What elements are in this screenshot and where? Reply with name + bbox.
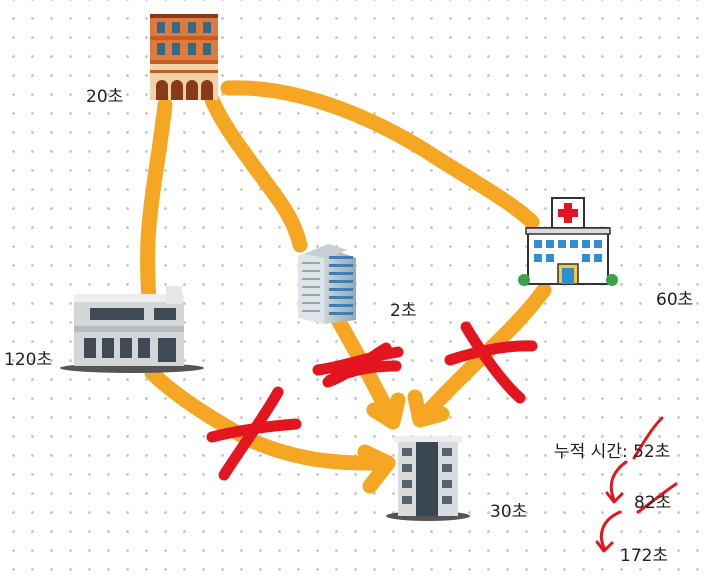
goal-building-icon [386, 436, 470, 521]
accumulated-step-172: 172초 [620, 546, 669, 566]
cross-office-goal [206, 386, 302, 481]
goal-time-label: 30초 [490, 502, 528, 522]
arrow-to-172-head [595, 540, 614, 553]
brick-building-icon [150, 14, 218, 100]
route-office-goal [144, 365, 393, 471]
route-start-tower [204, 92, 308, 253]
arrow-to-172 [599, 510, 622, 550]
route-tower-goal-arrowhead [366, 392, 406, 430]
route-hospital-goal-arrowhead [407, 389, 450, 428]
cross-hospital-goal [444, 321, 538, 404]
strike-82 [636, 482, 678, 514]
route-start-hospital [220, 80, 540, 230]
arrow-to-82 [609, 460, 628, 502]
crossed-out-marks [206, 321, 538, 481]
strike-52 [632, 416, 664, 460]
tower-icon [298, 244, 356, 324]
route-start-office [140, 97, 173, 308]
hospital-time-label: 60초 [656, 290, 694, 310]
accumulated-step-82: 82초 [634, 493, 672, 513]
start-time-label: 20초 [86, 87, 124, 107]
cross-tower-goal [312, 342, 404, 388]
arrow-to-82-head [605, 491, 624, 504]
tower-time-label: 2초 [390, 301, 417, 321]
route-office-goal-arrowhead [357, 444, 396, 494]
hospital-icon [518, 197, 618, 286]
annotation-scribbles [595, 416, 678, 553]
accumulated-time-label: 누적 시간: 52초 [554, 442, 671, 462]
office-building-icon [60, 286, 204, 373]
office-time-label: 120초 [4, 350, 53, 370]
